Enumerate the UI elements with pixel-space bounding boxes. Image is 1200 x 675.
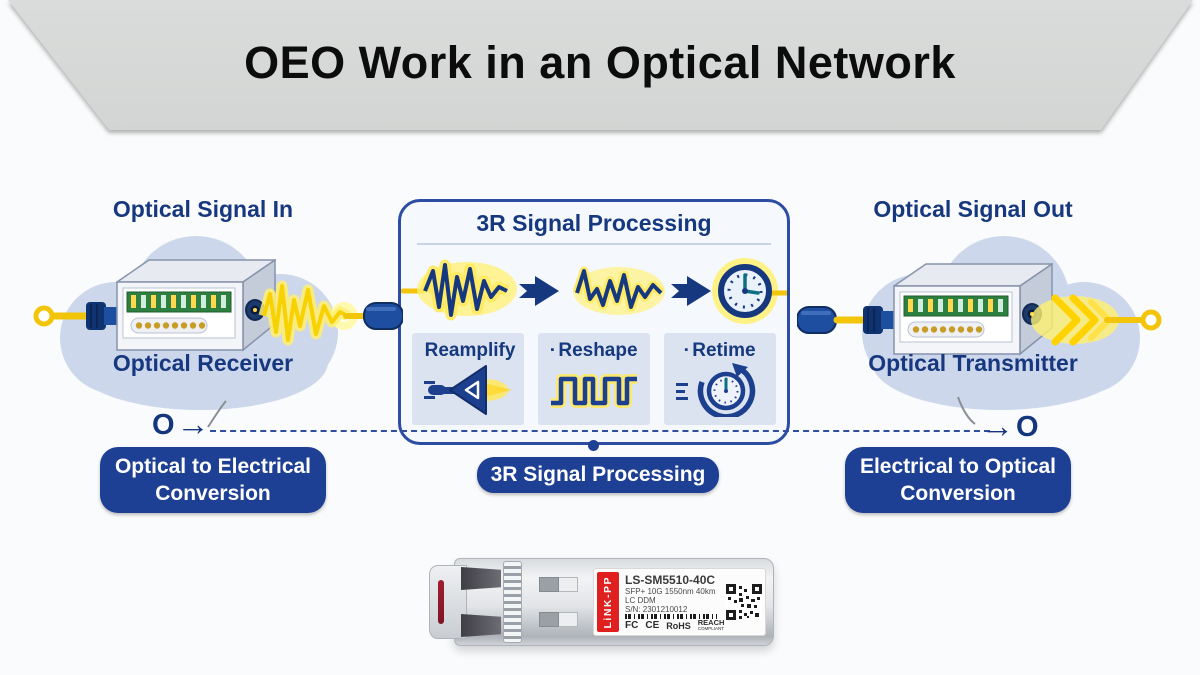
bullet: ▪: [550, 344, 555, 356]
signal-flow-illustration: [401, 258, 787, 324]
conversion-line: [210, 430, 990, 432]
optical-receiver-device: [116, 259, 276, 351]
lc-port-icon: [461, 567, 501, 590]
optical-signal-in-label: Optical Signal In: [112, 196, 294, 222]
optical-receiver-illustration: [33, 236, 403, 410]
sfp-model: LS-SM5510-40C: [625, 573, 716, 587]
fiber-connector-icon: [863, 306, 894, 334]
retime-icon: [676, 363, 756, 417]
substep-retime: ▪Retime: [664, 333, 776, 425]
substep-label: Retime: [692, 340, 756, 361]
substep-reamplify: Reamplify: [412, 333, 524, 425]
sfp-crimp-ridges: [503, 561, 522, 643]
title-separator: [417, 243, 771, 245]
distorted-waveform-icon: [417, 259, 517, 321]
arrow-right-icon: →: [176, 404, 210, 442]
reshaped-waveform-icon: [572, 266, 665, 315]
fiber-connector-icon: [86, 302, 117, 330]
optical-transmitter-illustration: [797, 236, 1162, 410]
sfp-housing: LiNK-PP LS-SM5510-40C SFP+ 10G 1550nm 40…: [429, 558, 774, 646]
endpoint-o: O: [1016, 411, 1039, 443]
reamplify-icon: [424, 365, 512, 415]
pill-3r-signal-processing: 3R Signal Processing: [477, 457, 719, 493]
sfp-serial: S/N: 2301210012: [625, 605, 688, 614]
optical-signal-out-label: Optical Signal Out: [873, 196, 1073, 222]
cert-reach-mark: REACH COMPLIANT: [697, 618, 725, 631]
cert-rohs-mark: RoHS: [666, 621, 691, 631]
sfp-brand: LiNK-PP: [602, 575, 614, 629]
cable-connector-icon: [797, 306, 837, 334]
cable-connector-icon: [363, 302, 403, 330]
cert-fcc-mark: FC: [625, 620, 639, 631]
flow-arrow-icon: [671, 276, 711, 306]
bullet: ▪: [684, 344, 689, 356]
endpoint-left: O →: [152, 407, 210, 441]
arrow-right-icon: →: [981, 406, 1014, 444]
sfp-label: LiNK-PP LS-SM5510-40C SFP+ 10G 1550nm 40…: [593, 568, 766, 636]
sfp-barcode: [625, 614, 718, 619]
sfp-slot: [539, 577, 581, 592]
substep-reshape: ▪Reshape: [538, 333, 650, 425]
tick-mark: [957, 396, 976, 425]
3r-processing-box: 3R Signal Processing: [398, 199, 790, 445]
sfp-qr-code: [726, 584, 762, 620]
substep-label: Reshape: [558, 340, 638, 361]
reshape-icon: [551, 374, 637, 408]
tick-mark: [207, 400, 227, 428]
light-burst-icon: [1031, 294, 1119, 346]
pill-optical-to-electrical: Optical to Electrical Conversion: [100, 447, 326, 513]
sfp-spec: SFP+ 10G 1550nm 40km LC DDM: [625, 587, 716, 605]
optical-receiver-label: Optical Receiver: [112, 350, 294, 376]
brand-logo: LiNK-PP: [597, 572, 619, 632]
title-banner: OEO Work in an Optical Network: [0, 0, 1200, 136]
sfp-slot: [539, 612, 581, 627]
page-title: OEO Work in an Optical Network: [244, 37, 956, 88]
flow-arrow-icon: [519, 276, 559, 306]
fiber-ring-icon: [33, 305, 55, 327]
fiber-ring-icon: [1140, 309, 1162, 331]
banner-trapezoid: OEO Work in an Optical Network: [8, 0, 1193, 130]
endpoint-o: O: [152, 409, 175, 441]
clock-icon: [712, 258, 787, 324]
sfp-pull-tab: [438, 580, 444, 624]
sfp-transceiver-image: LiNK-PP LS-SM5510-40C SFP+ 10G 1550nm 40…: [428, 552, 774, 652]
pill-electrical-to-optical: Electrical to Optical Conversion: [845, 447, 1071, 513]
sfp-bail: [429, 565, 467, 639]
optical-transmitter-label: Optical Transmitter: [868, 350, 1078, 376]
lc-port-icon: [461, 614, 501, 637]
substep-label: Reamplify: [424, 340, 516, 361]
optical-waveform: [258, 280, 358, 346]
3r-box-title: 3R Signal Processing: [476, 210, 712, 236]
cert-ce-mark: CE: [645, 620, 660, 631]
endpoint-right: → O: [981, 409, 1039, 443]
optical-transmitter-device: [893, 263, 1053, 355]
box-anchor-dot: [588, 440, 599, 451]
substeps-row: Reamplify ▪Reshape: [401, 333, 787, 425]
